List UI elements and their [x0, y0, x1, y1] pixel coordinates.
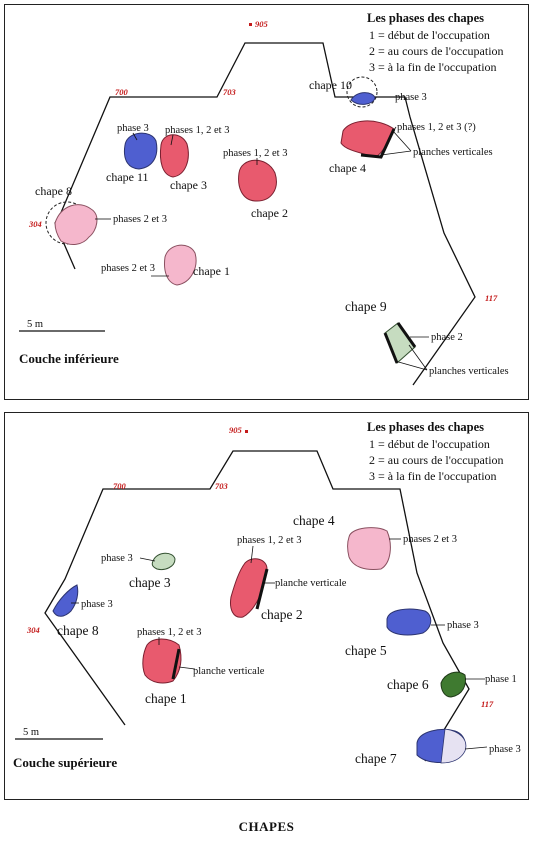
- legend-item-3: 3 = à la fin de l'occupation: [369, 60, 497, 74]
- chape8-shape: [52, 584, 79, 617]
- chape2-planks-label: planche verticale: [275, 578, 347, 589]
- chape2-label: chape 2: [261, 607, 303, 622]
- chape8-shape: [54, 204, 98, 245]
- point-703: 703: [215, 481, 229, 491]
- chape2-phase-label: phases 1, 2 et 3: [237, 535, 301, 546]
- chape8-label: chape 8: [35, 184, 72, 198]
- chape1-plank-leader: [178, 666, 196, 670]
- legend-item-1: 1 = début de l'occupation: [369, 437, 490, 451]
- site-outline: [44, 450, 470, 762]
- chape1-planks-label: planche verticale: [193, 666, 265, 677]
- chape3-phase-label: phases 1, 2 et 3: [165, 125, 229, 136]
- chape4-phase-label: phases 2 et 3: [403, 534, 457, 545]
- chape2-shape: [230, 558, 268, 618]
- point-700: 700: [113, 481, 127, 491]
- chape4-label: chape 4: [293, 513, 335, 528]
- legend-title: Les phases des chapes: [367, 11, 484, 25]
- chape9-planks-label: planches verticales: [429, 366, 509, 377]
- point-905: 905: [255, 19, 269, 29]
- chape11-shape: [123, 132, 158, 170]
- legend-item-2: 2 = au cours de l'occupation: [369, 453, 504, 467]
- chape9-plank-leader-a: [394, 360, 428, 371]
- chape4-leader: [391, 126, 397, 134]
- chape1-shape: [164, 244, 197, 286]
- chape11-leader: [132, 132, 138, 141]
- chape7-light-part: [440, 728, 467, 764]
- chape7-phase-label: phase 3: [489, 744, 521, 755]
- lower-layer-plan: Les phases des chapes 1 = début de l'occ…: [19, 11, 509, 386]
- chape2-leader: [250, 545, 254, 564]
- layer-title: Couche supérieure: [13, 755, 117, 770]
- chape8-phase-label: phases 2 et 3: [113, 214, 167, 225]
- legend-item-2: 2 = au cours de l'occupation: [369, 44, 504, 58]
- legend-item-3: 3 = à la fin de l'occupation: [369, 469, 497, 483]
- chape3-shape: [151, 552, 176, 570]
- chape3-shape: [159, 134, 189, 178]
- chape5-phase-label: phase 3: [447, 620, 479, 631]
- layer-title: Couche inférieure: [19, 351, 119, 366]
- chape9-plank-b: [396, 322, 417, 348]
- chape6-label: chape 6: [387, 677, 429, 692]
- point-304: 304: [26, 625, 40, 635]
- chape3-label: chape 3: [170, 178, 207, 192]
- chape9-plank-leader-b: [408, 344, 428, 371]
- chape1-plank: [171, 648, 181, 680]
- point-905: 905: [229, 425, 243, 435]
- chape4-phase-label: phases 1, 2 et 3 (?): [397, 122, 476, 133]
- chape6-phase-label: phase 1: [485, 674, 517, 685]
- legend-item-1: 1 = début de l'occupation: [369, 28, 490, 42]
- point-905-mark: [249, 23, 252, 26]
- chape11-label: chape 11: [106, 170, 149, 184]
- scale-label: 5 m: [27, 319, 43, 330]
- chape4-plank: [360, 128, 396, 159]
- chape3-leader: [139, 557, 156, 562]
- chape2-label: chape 2: [251, 206, 288, 220]
- upper-layer-panel: Les phases des chapes 1 = début de l'occ…: [4, 412, 529, 800]
- point-117: 117: [481, 699, 494, 709]
- chape4-label: chape 4: [329, 161, 366, 175]
- chape8-phase-label: phase 3: [81, 599, 113, 610]
- chape1-phase-label: phases 2 et 3: [101, 263, 155, 274]
- chape10-shape: [350, 92, 376, 105]
- chape9-plank-a: [383, 332, 399, 364]
- chape2-phase-label: phases 1, 2 et 3: [223, 148, 287, 159]
- point-304: 304: [28, 219, 42, 229]
- point-700: 700: [115, 87, 129, 97]
- chape1-phase-label: phases 1, 2 et 3: [137, 627, 201, 638]
- chape8-label: chape 8: [57, 623, 99, 638]
- chape10-dashed-circle: [346, 76, 378, 108]
- chape9-label: chape 9: [345, 299, 387, 314]
- chape10-phase-label: phase 3: [395, 92, 427, 103]
- chape9-phase-label: phase 2: [431, 332, 463, 343]
- chape2-plank: [255, 568, 269, 610]
- scale-label: 5 m: [23, 727, 39, 738]
- chape2-shape: [238, 159, 277, 202]
- chape4-plank-leader-b: [380, 150, 412, 156]
- chape5-shape: [386, 608, 432, 636]
- lower-layer-panel: Les phases des chapes 1 = début de l'occ…: [4, 4, 529, 400]
- point-703: 703: [223, 87, 237, 97]
- chape1-label: chape 1: [193, 264, 230, 278]
- point-905-mark: [245, 430, 248, 433]
- chape3-leader: [170, 134, 174, 146]
- chape6-shape: [440, 671, 466, 698]
- chape1-label: chape 1: [145, 691, 187, 706]
- chape1-shape: [142, 638, 182, 684]
- chape4-planks-label: planches verticales: [413, 147, 493, 158]
- figure-caption: CHAPES: [238, 819, 295, 834]
- chape4-shape: [347, 527, 391, 570]
- chape7-label: chape 7: [355, 751, 397, 766]
- point-117: 117: [485, 293, 498, 303]
- chape3-phase-label: phase 3: [101, 553, 133, 564]
- chape10-label: chape 10: [309, 78, 352, 92]
- chape5-label: chape 5: [345, 643, 387, 658]
- chape11-phase-label: phase 3: [117, 123, 149, 134]
- chape3-label: chape 3: [129, 575, 171, 590]
- chape4-shape: [340, 120, 395, 158]
- chape7-leader: [464, 746, 488, 750]
- legend-title: Les phases des chapes: [367, 420, 484, 434]
- upper-layer-plan: Les phases des chapes 1 = début de l'occ…: [13, 420, 521, 770]
- chape4-plank-leader-a: [392, 130, 412, 152]
